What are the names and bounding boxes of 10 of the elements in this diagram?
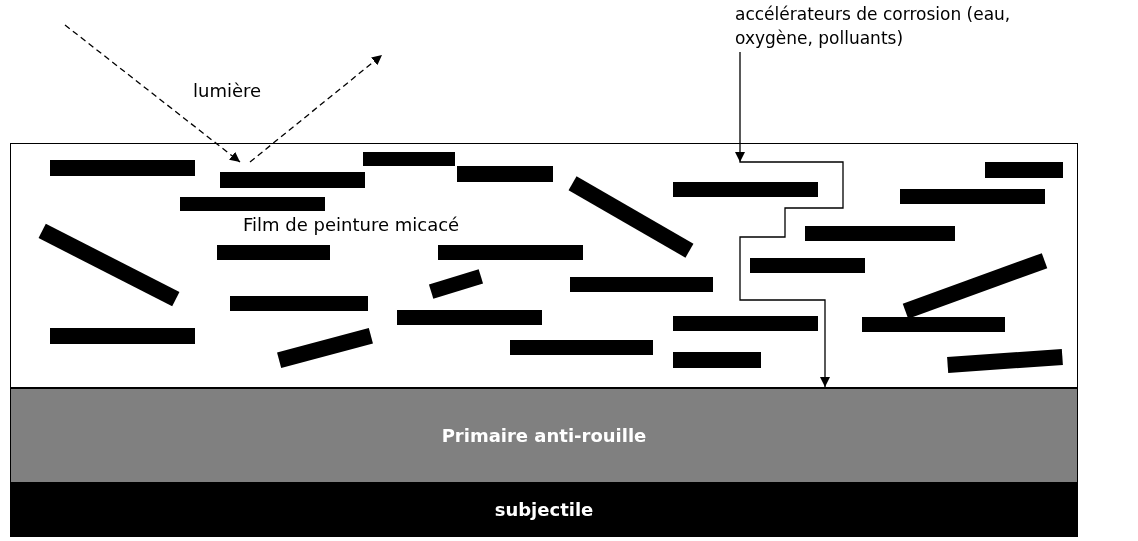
light-ray-arrow	[64, 24, 241, 163]
corrosion-path-arrow	[735, 51, 844, 388]
light-label: lumière	[193, 80, 262, 101]
annotation-text: accélérateurs de corrosion (eau, oxygène, polluants)	[735, 3, 1012, 50]
substrate-layer	[10, 483, 1078, 537]
reflected-light-arrow	[249, 54, 383, 163]
layer-label: Film de peinture micacé	[243, 214, 460, 235]
layer-label: Primaire anti-rouille	[440, 424, 648, 446]
primer-layer	[10, 388, 1078, 483]
layer-label: subjectile	[493, 499, 595, 520]
